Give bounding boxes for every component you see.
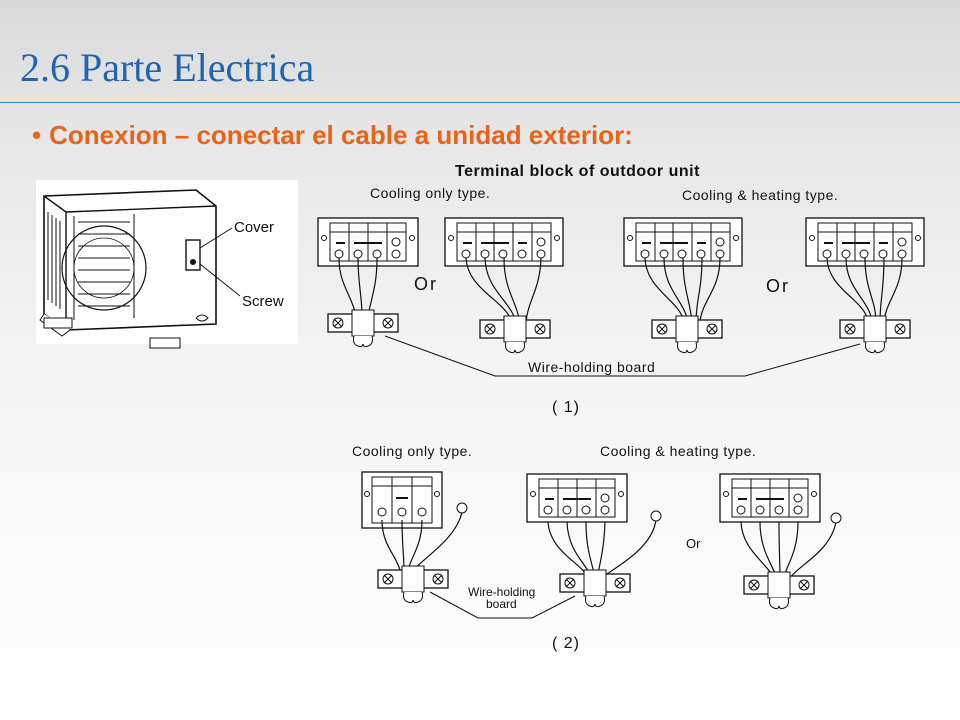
diagram2-cooling-only-label: Cooling only type. bbox=[352, 443, 472, 459]
diagram1-or-right: Or bbox=[766, 276, 790, 296]
wire-holding-board bbox=[327, 309, 399, 348]
bullet-point: •Conexion – conectar el cable a unidad e… bbox=[32, 120, 633, 151]
wire-holding-board bbox=[743, 571, 815, 610]
slide-title: 2.6 Parte Electrica bbox=[20, 45, 315, 90]
screw-label: Screw bbox=[242, 293, 284, 310]
diagram1-or-left: Or bbox=[414, 274, 438, 294]
diagram1-caption: ( 1) bbox=[552, 399, 580, 416]
terminal-diagram-1: Terminal block of outdoor unit Cooling o… bbox=[317, 163, 925, 416]
terminal-block bbox=[317, 217, 419, 267]
terminal-block bbox=[719, 473, 821, 523]
terminal-block bbox=[526, 473, 628, 523]
diagram1-cooling-only-label: Cooling only type. bbox=[370, 185, 490, 201]
diagram2-wire-board-label-2: board bbox=[486, 597, 517, 611]
wire-holding-board bbox=[479, 315, 551, 354]
cover-label: Cover bbox=[234, 219, 274, 236]
bullet-text: Conexion – conectar el cable a unidad ex… bbox=[49, 120, 633, 150]
outdoor-unit-figure: Cover Screw bbox=[36, 180, 298, 349]
diagram2-caption: ( 2) bbox=[552, 635, 580, 652]
diagram2-or: Or bbox=[686, 536, 701, 551]
diagram1-wire-board-label: Wire-holding board bbox=[528, 359, 655, 375]
diagram2-cooling-heating-label: Cooling & heating type. bbox=[600, 443, 756, 459]
diagram1-cooling-heating-label: Cooling & heating type. bbox=[682, 187, 838, 203]
terminal-block bbox=[361, 471, 443, 529]
wire-holding-board bbox=[839, 315, 911, 354]
wire-holding-board bbox=[651, 315, 723, 354]
terminal-diagram-2: Cooling only type. Cooling & heating typ… bbox=[352, 443, 842, 652]
title-divider bbox=[0, 102, 960, 103]
wire-holding-board bbox=[377, 565, 449, 604]
diagram2-wire-board-label-1: Wire-holding bbox=[468, 585, 535, 599]
wire-holding-board bbox=[559, 569, 631, 608]
diagram1-heading: Terminal block of outdoor unit bbox=[455, 163, 700, 180]
bullet-dot-icon: • bbox=[32, 120, 42, 150]
